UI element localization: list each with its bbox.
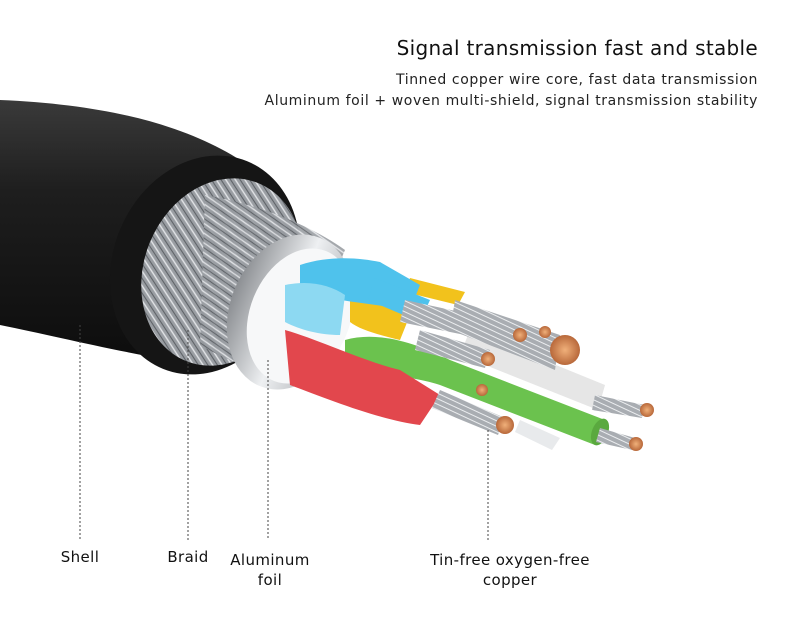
- label-copper-line-1: Tin-free oxygen-free: [430, 551, 590, 569]
- label-braid-text: Braid: [167, 548, 209, 566]
- copper-conductors: [400, 300, 654, 451]
- subtitle-line-1: Tinned copper wire core, fast data trans…: [396, 72, 758, 88]
- label-braid: Braid: [160, 547, 216, 567]
- label-copper: Tin-free oxygen-free copper: [410, 550, 610, 590]
- subtitle-line-2: Aluminum foil + woven multi-shield, sign…: [264, 93, 758, 109]
- label-aluminum-line-1: Aluminum: [230, 551, 310, 569]
- page-title: Signal transmission fast and stable: [396, 36, 758, 60]
- label-aluminum-foil: Aluminum foil: [225, 550, 315, 590]
- label-shell: Shell: [55, 547, 105, 567]
- insulated-wires: [285, 258, 610, 446]
- label-aluminum-line-2: foil: [257, 571, 283, 589]
- label-shell-text: Shell: [60, 548, 100, 566]
- leader-lines: [79, 325, 489, 540]
- label-copper-line-2: copper: [482, 571, 538, 589]
